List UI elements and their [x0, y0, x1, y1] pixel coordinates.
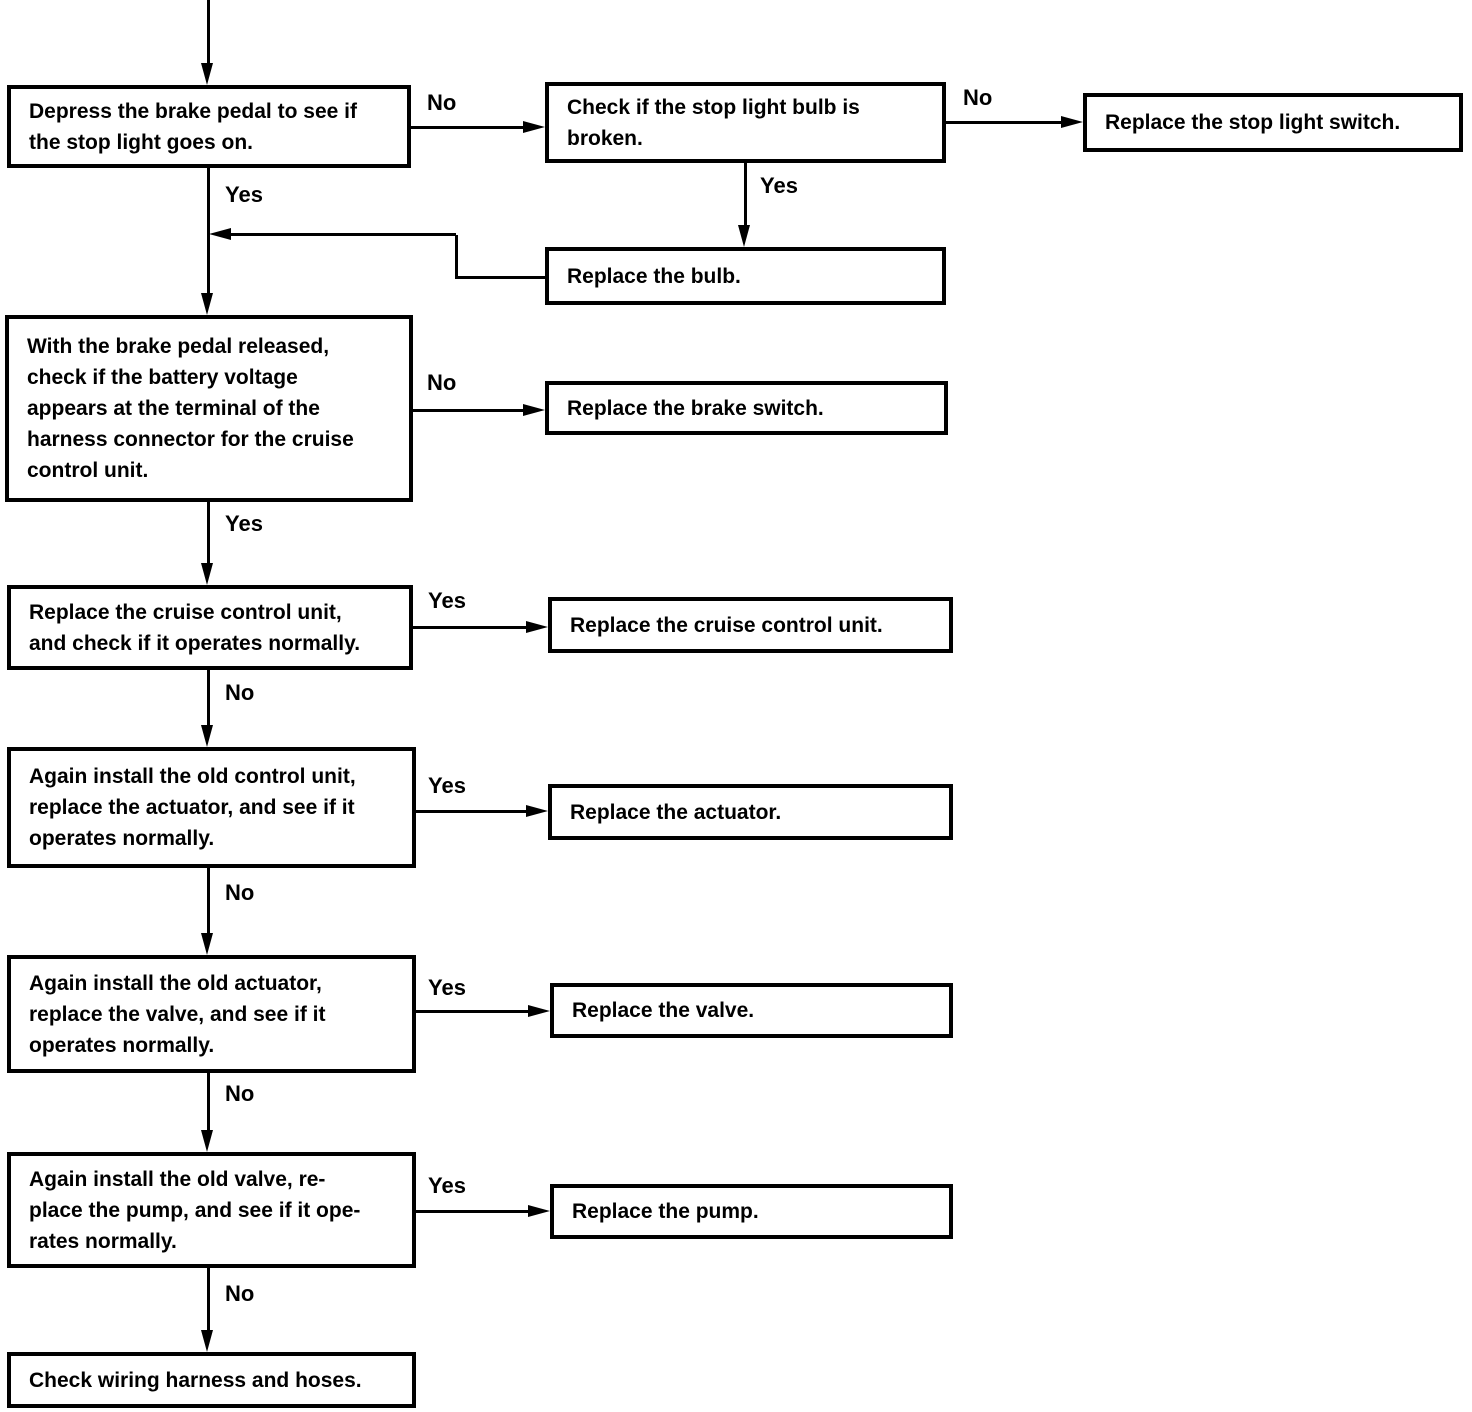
edge-no-to-pump-test — [207, 1073, 210, 1131]
arrowhead-replace-switch-right — [1061, 116, 1083, 128]
arrowhead-control-unit-test-down — [201, 563, 213, 585]
label-yes-battery: Yes — [225, 511, 263, 536]
edge-entry-line — [207, 0, 210, 66]
node-test-new-control-unit: Replace the cruise control unit, and che… — [7, 585, 413, 670]
label-no-control-unit: No — [225, 680, 255, 705]
edge-yes-to-replace-pump — [415, 1210, 529, 1213]
node-test-new-pump: Again install the old valve, re- place t… — [7, 1152, 416, 1268]
node-replace-brake-switch-text: Replace the brake switch. — [567, 396, 824, 420]
node-replace-stop-light-switch-text: Replace the stop light switch. — [1105, 111, 1401, 134]
label-no-actuator: No — [225, 880, 255, 905]
node-replace-brake-switch: Replace the brake switch. — [545, 381, 948, 435]
label-yes-bulb: Yes — [760, 173, 798, 198]
edge-feedback-top — [229, 233, 456, 236]
edge-yes-to-replace-valve — [415, 1010, 529, 1013]
node-replace-valve: Replace the valve. — [550, 983, 953, 1038]
node-check-bulb-text: Check if the stop light bulb is broken. — [567, 95, 860, 150]
label-no-valve: No — [225, 1081, 255, 1106]
node-depress-pedal-text: Depress the brake pedal to see if the st… — [29, 99, 357, 154]
label-no-pump: No — [225, 1281, 255, 1306]
label-no-bulb: No — [963, 85, 993, 110]
node-check-battery-voltage-text: With the brake pedal released, check if … — [27, 335, 354, 482]
label-yes-actuator: Yes — [428, 773, 466, 798]
node-check-wiring-harness: Check wiring harness and hoses. — [7, 1352, 416, 1408]
label-yes-pump: Yes — [428, 1173, 466, 1198]
node-check-wiring-harness-text: Check wiring harness and hoses. — [29, 1368, 362, 1392]
edge-feedback-bottom — [455, 276, 545, 279]
edge-no-to-check-wiring — [207, 1268, 210, 1331]
node-test-new-valve: Again install the old actuator, replace … — [7, 955, 416, 1073]
arrowhead-replace-actuator-right — [526, 805, 548, 817]
label-yes-control-unit: Yes — [428, 588, 466, 613]
arrowhead-check-bulb-right — [523, 121, 545, 133]
node-check-battery-voltage: With the brake pedal released, check if … — [5, 315, 413, 502]
edge-yes-to-battery-check — [207, 168, 210, 296]
arrowhead-replace-pump-right — [528, 1205, 550, 1217]
arrowhead-pump-test-down — [201, 1130, 213, 1152]
edge-feedback-vertical — [455, 235, 458, 279]
node-replace-valve-text: Replace the valve. — [572, 999, 755, 1022]
label-no-stop-light: No — [427, 90, 457, 115]
arrowhead-feedback-left — [209, 228, 231, 240]
node-replace-bulb-text: Replace the bulb. — [567, 264, 741, 288]
label-yes-valve: Yes — [428, 975, 466, 1000]
edge-no-to-check-bulb — [411, 126, 527, 129]
edge-no-to-valve-test — [207, 868, 210, 934]
edge-no-to-actuator-test — [207, 670, 210, 726]
edge-no-to-replace-switch — [945, 121, 1063, 124]
node-replace-pump-text: Replace the pump. — [572, 1200, 759, 1223]
edge-no-to-replace-brake-switch — [412, 409, 524, 412]
arrowhead-check-wiring-down — [201, 1330, 213, 1352]
label-yes-stop-light: Yes — [225, 182, 263, 207]
node-replace-stop-light-switch: Replace the stop light switch. — [1083, 93, 1463, 152]
arrowhead-replace-valve-right — [528, 1005, 550, 1017]
node-test-new-actuator: Again install the old control unit, repl… — [7, 747, 416, 868]
arrowhead-entry-down — [201, 63, 213, 85]
edge-yes-to-control-unit-test — [207, 502, 210, 564]
node-test-new-pump-text: Again install the old valve, re- place t… — [29, 1167, 361, 1253]
node-test-new-actuator-text: Again install the old control unit, repl… — [29, 765, 356, 850]
node-test-new-valve-text: Again install the old actuator, replace … — [29, 971, 326, 1057]
node-replace-actuator: Replace the actuator. — [548, 784, 953, 840]
node-replace-cruise-control-unit-text: Replace the cruise control unit. — [570, 613, 883, 637]
arrowhead-replace-bulb-down — [738, 225, 750, 247]
arrowhead-replace-cruise-unit-right — [526, 621, 548, 633]
arrowhead-valve-test-down — [201, 933, 213, 955]
edge-yes-to-replace-bulb — [744, 163, 747, 227]
node-depress-pedal: Depress the brake pedal to see if the st… — [7, 85, 411, 168]
node-replace-cruise-control-unit: Replace the cruise control unit. — [548, 597, 953, 653]
arrowhead-actuator-test-down — [201, 725, 213, 747]
label-no-battery: No — [427, 370, 457, 395]
node-replace-pump: Replace the pump. — [550, 1184, 953, 1239]
node-replace-actuator-text: Replace the actuator. — [570, 800, 782, 824]
node-replace-bulb: Replace the bulb. — [545, 247, 946, 305]
node-test-new-control-unit-text: Replace the cruise control unit, and che… — [29, 600, 361, 655]
edge-yes-to-replace-actuator — [415, 810, 527, 813]
arrowhead-replace-brake-switch-right — [523, 404, 545, 416]
node-check-bulb: Check if the stop light bulb is broken. — [545, 82, 946, 163]
arrowhead-battery-check-down — [201, 293, 213, 315]
edge-yes-to-replace-cruise-unit — [412, 626, 527, 629]
